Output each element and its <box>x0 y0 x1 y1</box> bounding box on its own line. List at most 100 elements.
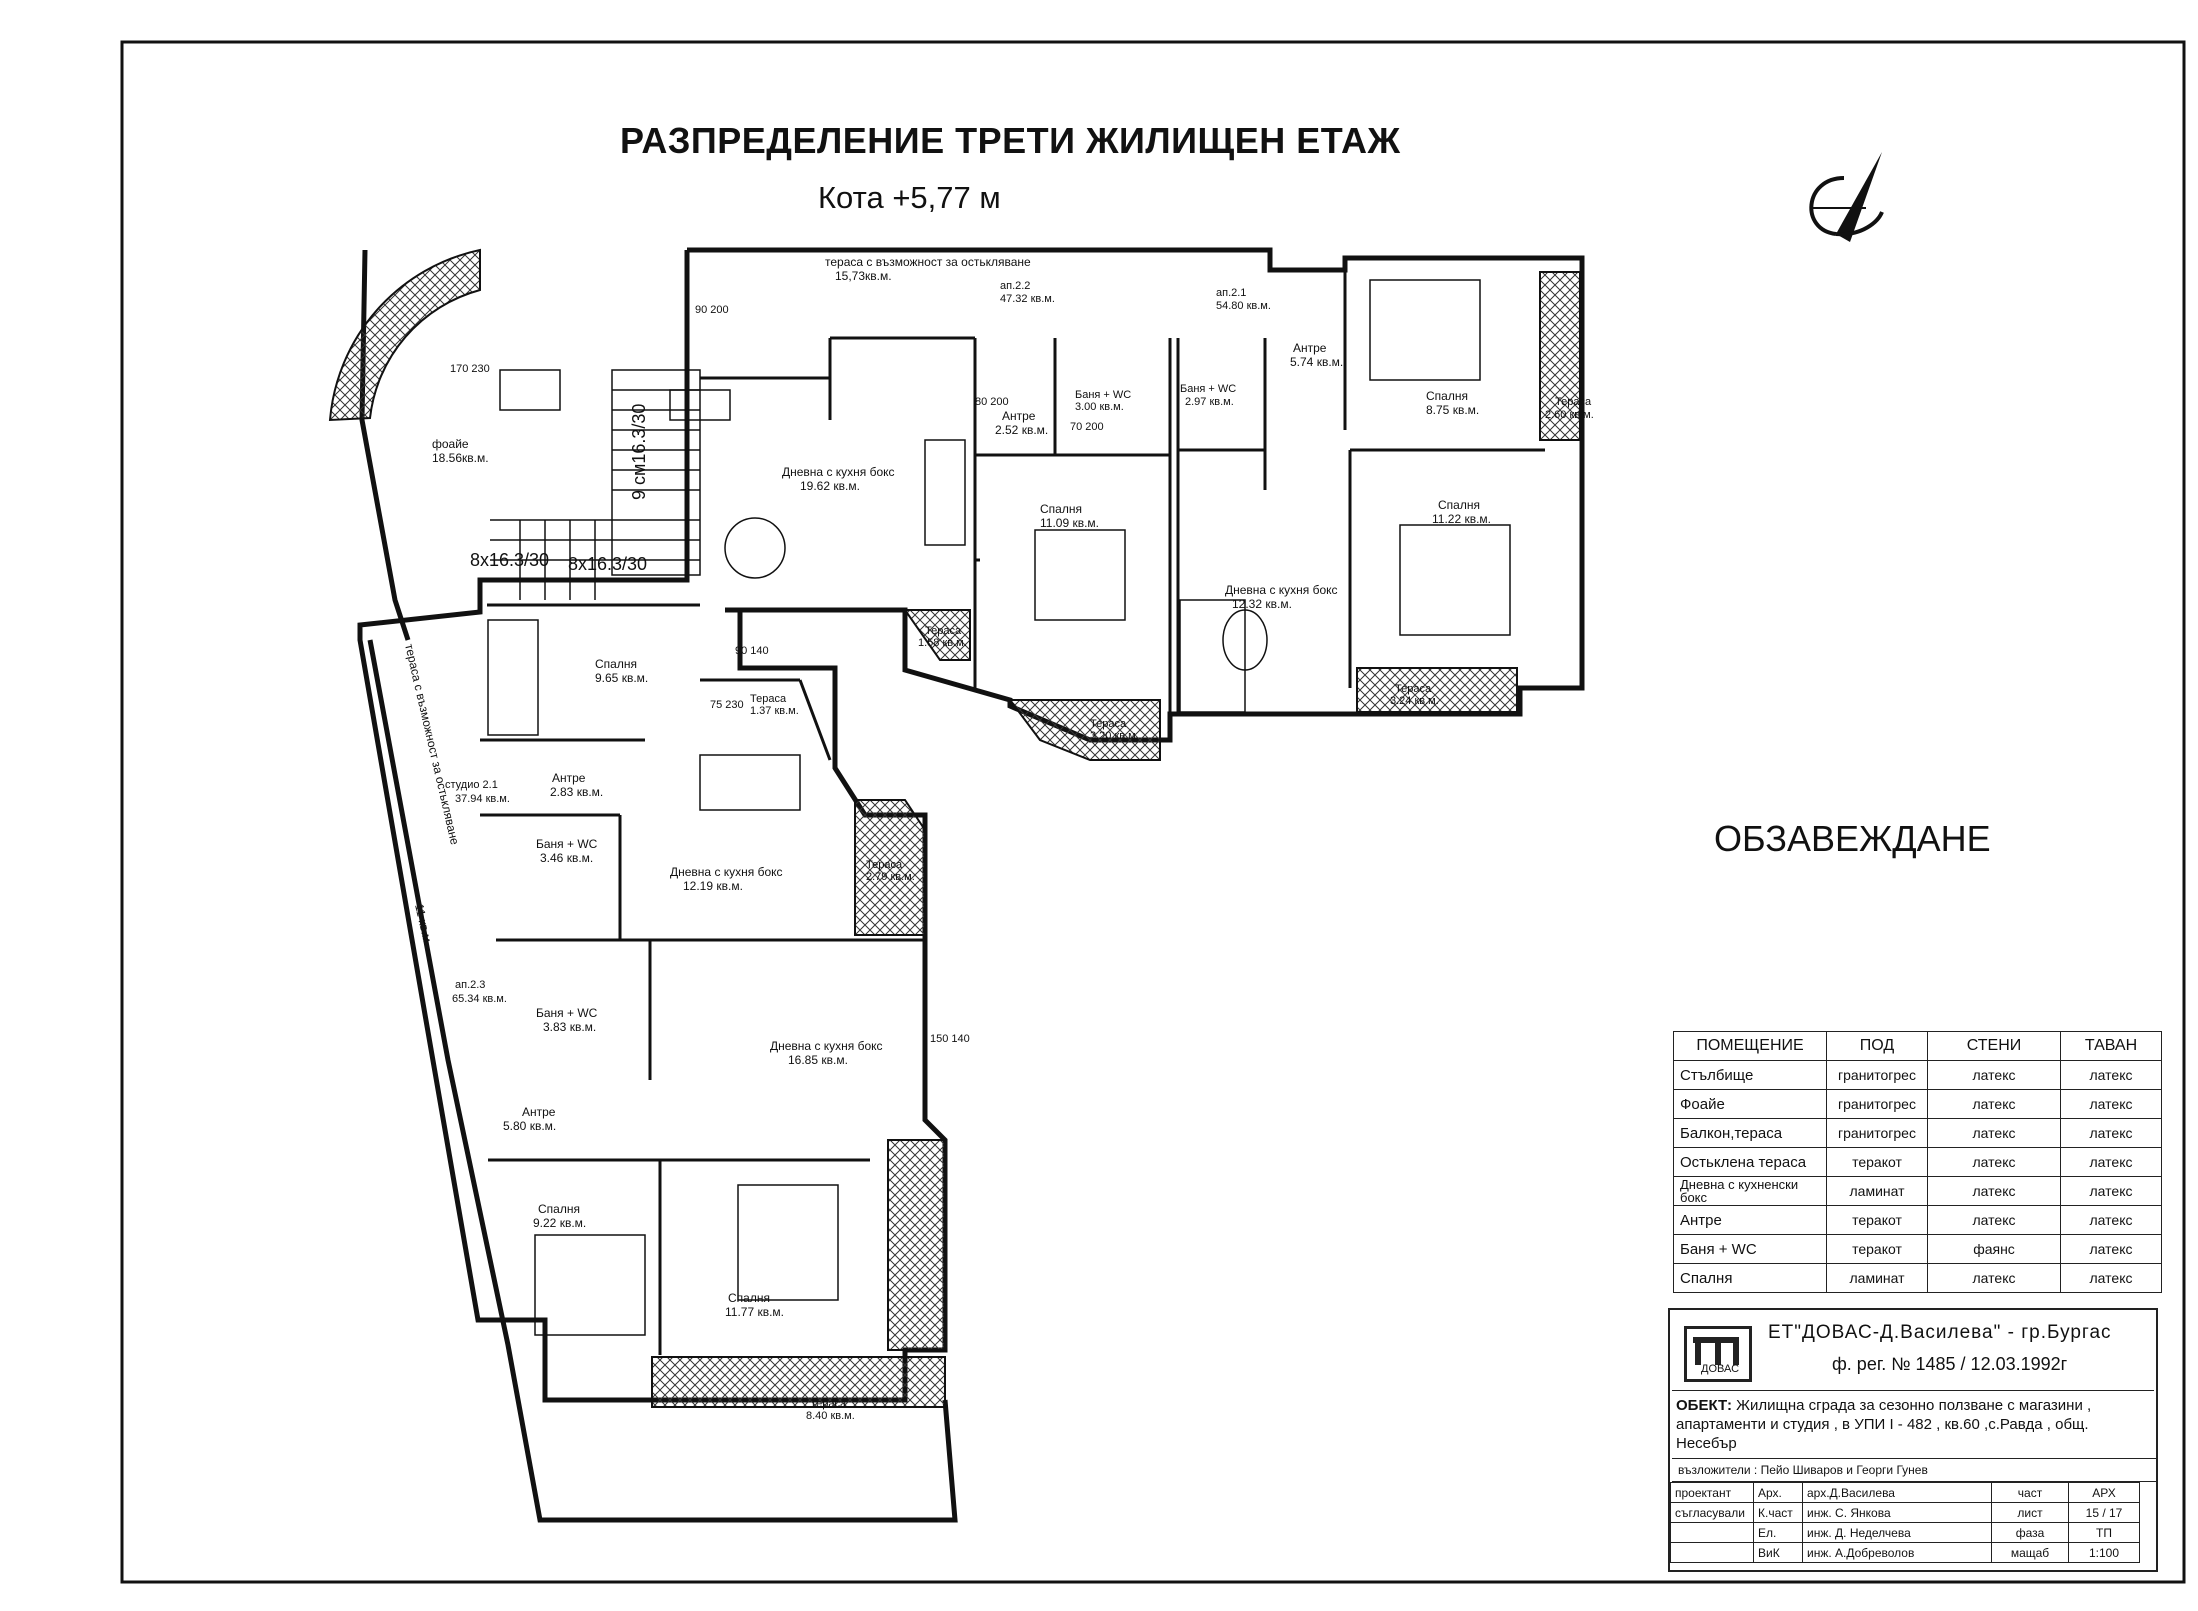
building-walls <box>357 247 1585 1523</box>
logo-text: ДОВАС <box>1701 1363 1740 1375</box>
finishes-table: ПОМЕЩЕНИЕ ПОД СТЕНИ ТАВАН Стълбище грани… <box>1673 1031 2162 1293</box>
finishes-cell: гранитогрес <box>1826 1118 1928 1148</box>
sig-cell: Арх. <box>1753 1482 1803 1503</box>
sig-cell: инж. С. Янкова <box>1802 1502 1992 1523</box>
room-terrace-b1-name: Тераса <box>1555 396 1592 408</box>
room-bath-b-area: 2.97 кв.м. <box>1185 396 1234 408</box>
investors: възложители : Пейо Шиваров и Георги Гуне… <box>1672 1458 2156 1482</box>
section-label: ОБЗАВЕЖДАНЕ <box>1714 818 1991 859</box>
room-entry-b-name: Антре <box>1293 341 1327 355</box>
sig-cell: Ел. <box>1753 1522 1803 1543</box>
room-terrace-c-name: Тераса <box>810 1398 847 1410</box>
table-row: Спалня ламинат латекс латекс <box>1673 1263 2162 1293</box>
room-living-s-area: 12.19 кв.м. <box>683 879 743 893</box>
table-row: Дневна с кухненски бокс ламинат латекс л… <box>1673 1176 2162 1206</box>
room-living-b-area: 12.32 кв.м. <box>1232 597 1292 611</box>
finishes-cell: теракот <box>1826 1205 1928 1235</box>
finishes-cell: Спалня <box>1673 1263 1827 1293</box>
room-terrace-a1-area: 1.58 кв.м. <box>918 637 967 649</box>
table-row: Фоайе гранитогрес латекс латекс <box>1673 1089 2162 1119</box>
sheet-frame <box>120 40 2186 1584</box>
door-label-6: 150 140 <box>930 1033 970 1045</box>
room-bed-c2-name: Спалня <box>728 1291 770 1305</box>
room-terrace-c-area: 8.40 кв.м. <box>806 1410 855 1422</box>
room-foyer-area: 18.56кв.м. <box>432 451 489 465</box>
sig-cell: съгласували <box>1670 1502 1754 1523</box>
room-terrace-a2-area: 3.20 кв.м. <box>1090 730 1139 742</box>
room-bed-s-name: Спалня <box>595 657 637 671</box>
room-bed-b1-name: Спалня <box>1426 389 1468 403</box>
sig-cell: фаза <box>1991 1522 2069 1543</box>
sig-cell: ТП <box>2068 1522 2140 1543</box>
table-row: Остьклена тераса теракот латекс латекс <box>1673 1147 2162 1177</box>
finishes-cell: теракот <box>1826 1147 1928 1177</box>
finishes-cell: латекс <box>1927 1060 2061 1090</box>
object-text: Жилищна сграда за сезонно ползване с маг… <box>1676 1397 2092 1452</box>
finishes-cell: фаянс <box>1927 1234 2061 1264</box>
room-terrace-s-area: 1.37 кв.м. <box>750 705 799 717</box>
room-ap22-area: 47.32 кв.м. <box>1000 293 1055 305</box>
room-entry-a-area: 2.52 кв.м. <box>995 423 1048 437</box>
table-row: Ел. инж. Д. Неделчева фаза ТП <box>1670 1522 2140 1543</box>
level-elevation: Кота +5,77 м <box>818 180 1001 215</box>
sig-cell <box>1670 1542 1754 1563</box>
door-label-2: 80 200 <box>975 396 1009 408</box>
room-bath-s-name: Баня + WC <box>536 837 598 851</box>
drawing-title: РАЗПРЕДЕЛЕНИЕ ТРЕТИ ЖИЛИЩЕН ЕТАЖ <box>620 120 1401 161</box>
finishes-cell: латекс <box>2060 1060 2162 1090</box>
sig-cell: проектант <box>1670 1482 1754 1503</box>
door-label-5: 90 140 <box>735 645 769 657</box>
room-bed-a-area: 11.09 кв.м. <box>1040 516 1099 530</box>
door-label-3: 70 200 <box>1070 421 1104 433</box>
terrace-hatches <box>328 248 1581 1408</box>
sig-cell <box>1670 1522 1754 1543</box>
finishes-cell: латекс <box>1927 1147 2061 1177</box>
finishes-header-room: ПОМЕЩЕНИЕ <box>1673 1031 1827 1061</box>
finishes-cell: гранитогрес <box>1826 1060 1928 1090</box>
finishes-cell: латекс <box>1927 1118 2061 1148</box>
room-entry-c-name: Антре <box>522 1105 556 1119</box>
table-row: Баня + WC теракот фаянс латекс <box>1673 1234 2162 1264</box>
finishes-cell: латекс <box>2060 1118 2162 1148</box>
finishes-cell: Дневна с кухненски бокс <box>1673 1176 1827 1206</box>
room-ap23-area: 65.34 кв.м. <box>452 993 507 1005</box>
room-living-a-name: Дневна с кухня бокс <box>782 465 895 479</box>
finishes-cell: теракот <box>1826 1234 1928 1264</box>
room-terrace-a2-name: Тераса <box>1090 718 1127 730</box>
firm-name: ЕТ"ДОВАС-Д.Василева" - гр.Бургас <box>1768 1322 2112 1343</box>
finishes-cell: латекс <box>2060 1263 2162 1293</box>
finishes-cell: Фоайе <box>1673 1089 1827 1119</box>
room-bath-c-name: Баня + WC <box>536 1006 598 1020</box>
room-terrace-top-name: тераса с възможност за остькляване <box>825 255 1031 269</box>
room-entry-a-name: Антре <box>1002 409 1036 423</box>
sig-cell: инж. А.Добреволов <box>1802 1542 1992 1563</box>
stair-label-1: 8х16.3/30 <box>470 550 549 570</box>
room-bed-c2-area: 11.77 кв.м. <box>725 1305 784 1319</box>
finishes-cell: ламинат <box>1826 1263 1928 1293</box>
sig-cell: лист <box>1991 1502 2069 1523</box>
room-bath-b-name: Баня + WC <box>1180 383 1236 395</box>
sig-cell: 15 / 17 <box>2068 1502 2140 1523</box>
finishes-cell: Стълбище <box>1673 1060 1827 1090</box>
finishes-cell: латекс <box>2060 1089 2162 1119</box>
room-bath-c-area: 3.83 кв.м. <box>543 1020 596 1034</box>
room-studio21-name: студио 2.1 <box>445 779 498 791</box>
room-foyer-name: фоайе <box>432 437 469 451</box>
firm-logo: ДОВАС <box>1684 1326 1752 1382</box>
room-living-a-area: 19.62 кв.м. <box>800 479 860 493</box>
room-terrace-s-name: Тераса <box>750 693 787 705</box>
firm-header: ДОВАС ЕТ"ДОВАС-Д.Василева" - гр.Бургас ф… <box>1672 1312 2154 1391</box>
room-entry-b-area: 5.74 кв.м. <box>1290 355 1343 369</box>
table-row: Антре теракот латекс латекс <box>1673 1205 2162 1235</box>
room-bed-b1-area: 8.75 кв.м. <box>1426 403 1479 417</box>
room-terrace-side-area: 11 кв.м. <box>412 903 435 947</box>
door-label-4: 75 230 <box>710 699 744 711</box>
room-living-c-name: Дневна с кухня бокс <box>770 1039 883 1053</box>
title-block: ДОВАС ЕТ"ДОВАС-Д.Василева" - гр.Бургас ф… <box>1668 1308 2158 1572</box>
table-row: съгласували К.част инж. С. Янкова лист 1… <box>1670 1502 2140 1523</box>
stair-label-3: 9 см16.3/30 <box>629 404 649 500</box>
finishes-cell: латекс <box>2060 1176 2162 1206</box>
sig-cell: арх.Д.Василева <box>1802 1482 1992 1503</box>
room-bed-c1-name: Спалня <box>538 1202 580 1216</box>
room-bed-b2-area: 11.22 кв.м. <box>1432 512 1491 526</box>
